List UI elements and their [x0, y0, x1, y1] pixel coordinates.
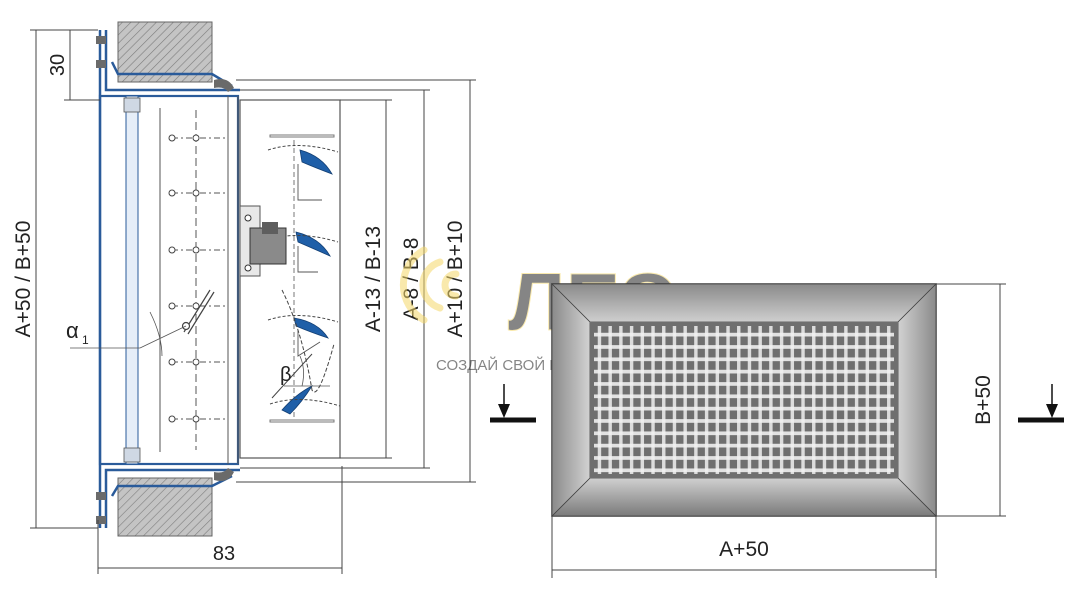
spindle	[123, 95, 141, 465]
beta-angle	[284, 355, 330, 387]
louver-vane	[651, 326, 655, 474]
front-view: B+50 A+50	[490, 283, 1064, 578]
inner-1-label: A-13 / B-13	[362, 226, 385, 332]
dim-depth	[97, 466, 343, 574]
frame-inner-lines	[131, 96, 239, 464]
dim-front-height	[936, 283, 1006, 517]
louver-vane	[790, 326, 795, 474]
alpha-angle	[70, 311, 187, 357]
louver-vane	[683, 326, 687, 474]
louver-vane	[854, 326, 859, 474]
bevel-top	[551, 283, 937, 323]
louver-pivots	[168, 134, 200, 423]
louver-vane	[704, 326, 709, 474]
section-view: α 1	[12, 21, 476, 574]
louver-bar	[594, 332, 894, 337]
flange-clamps	[96, 36, 234, 524]
louver-bar	[594, 394, 894, 399]
bevel-bottom	[551, 477, 937, 517]
louver-vane	[822, 326, 827, 474]
inner-3-label: A+10 / B+10	[444, 221, 467, 338]
louver-bar	[594, 357, 894, 362]
wall-top	[117, 21, 213, 83]
louver-bar	[594, 406, 894, 411]
section-marker-left	[490, 384, 536, 423]
louver-bar	[594, 419, 894, 423]
depth-label: 83	[213, 543, 235, 565]
louver-vane	[715, 326, 720, 474]
front-louvers	[172, 110, 228, 450]
louver-vane	[640, 326, 645, 474]
louver-vane	[779, 326, 784, 474]
wall-bottom	[117, 477, 213, 537]
louver-bar	[594, 382, 894, 386]
louver-vane	[833, 326, 837, 474]
front-width-label: A+50	[719, 538, 769, 561]
louver-vane	[726, 326, 730, 474]
watermark-signal-icon	[399, 246, 460, 324]
section-marker-right	[1018, 384, 1064, 423]
louver-bar	[594, 468, 894, 473]
louver-vane	[801, 326, 805, 474]
louver-vane	[629, 326, 634, 474]
frame-flange	[98, 30, 240, 528]
louver-vane	[694, 326, 698, 474]
front-height-label: B+50	[972, 375, 995, 425]
beta-label: β	[280, 364, 292, 386]
louver-vane	[619, 326, 623, 474]
left-height-label: A+50 / B+50	[12, 221, 35, 338]
louver-bar	[594, 345, 894, 349]
louver-vane	[737, 326, 741, 474]
louver-vane	[747, 326, 752, 474]
louver-grid	[594, 326, 894, 474]
dim-inner-lines	[236, 79, 476, 483]
louver-bar	[594, 369, 894, 374]
louver-bar	[594, 456, 894, 460]
alpha-label: α	[66, 318, 79, 343]
louver-bar	[594, 431, 894, 436]
dim-top-offset	[64, 30, 100, 101]
bevel-right	[897, 283, 937, 517]
louver-vane	[672, 326, 677, 474]
louver-vane	[844, 326, 848, 474]
rear-blade-frame	[239, 99, 341, 459]
alpha-sub-label: 1	[82, 333, 89, 347]
rear-blade-outlines	[297, 164, 322, 357]
adjust-mechanism	[239, 205, 287, 277]
louver-vane	[812, 326, 816, 474]
top-offset-label: 30	[47, 54, 69, 76]
tilted-louver	[181, 289, 215, 335]
louver-vane	[876, 326, 880, 474]
louver-vane	[865, 326, 870, 474]
louver-vane	[597, 326, 602, 474]
louver-vane	[769, 326, 773, 474]
rear-blades-blue	[281, 149, 333, 415]
bevel-left	[551, 283, 591, 517]
louver-bar	[594, 443, 894, 448]
louver-vane	[887, 326, 891, 474]
louver-vane	[608, 326, 612, 474]
dim-left-height	[30, 29, 98, 529]
dim-front-width	[551, 516, 937, 578]
louver-vane	[662, 326, 666, 474]
louver-vane	[758, 326, 762, 474]
